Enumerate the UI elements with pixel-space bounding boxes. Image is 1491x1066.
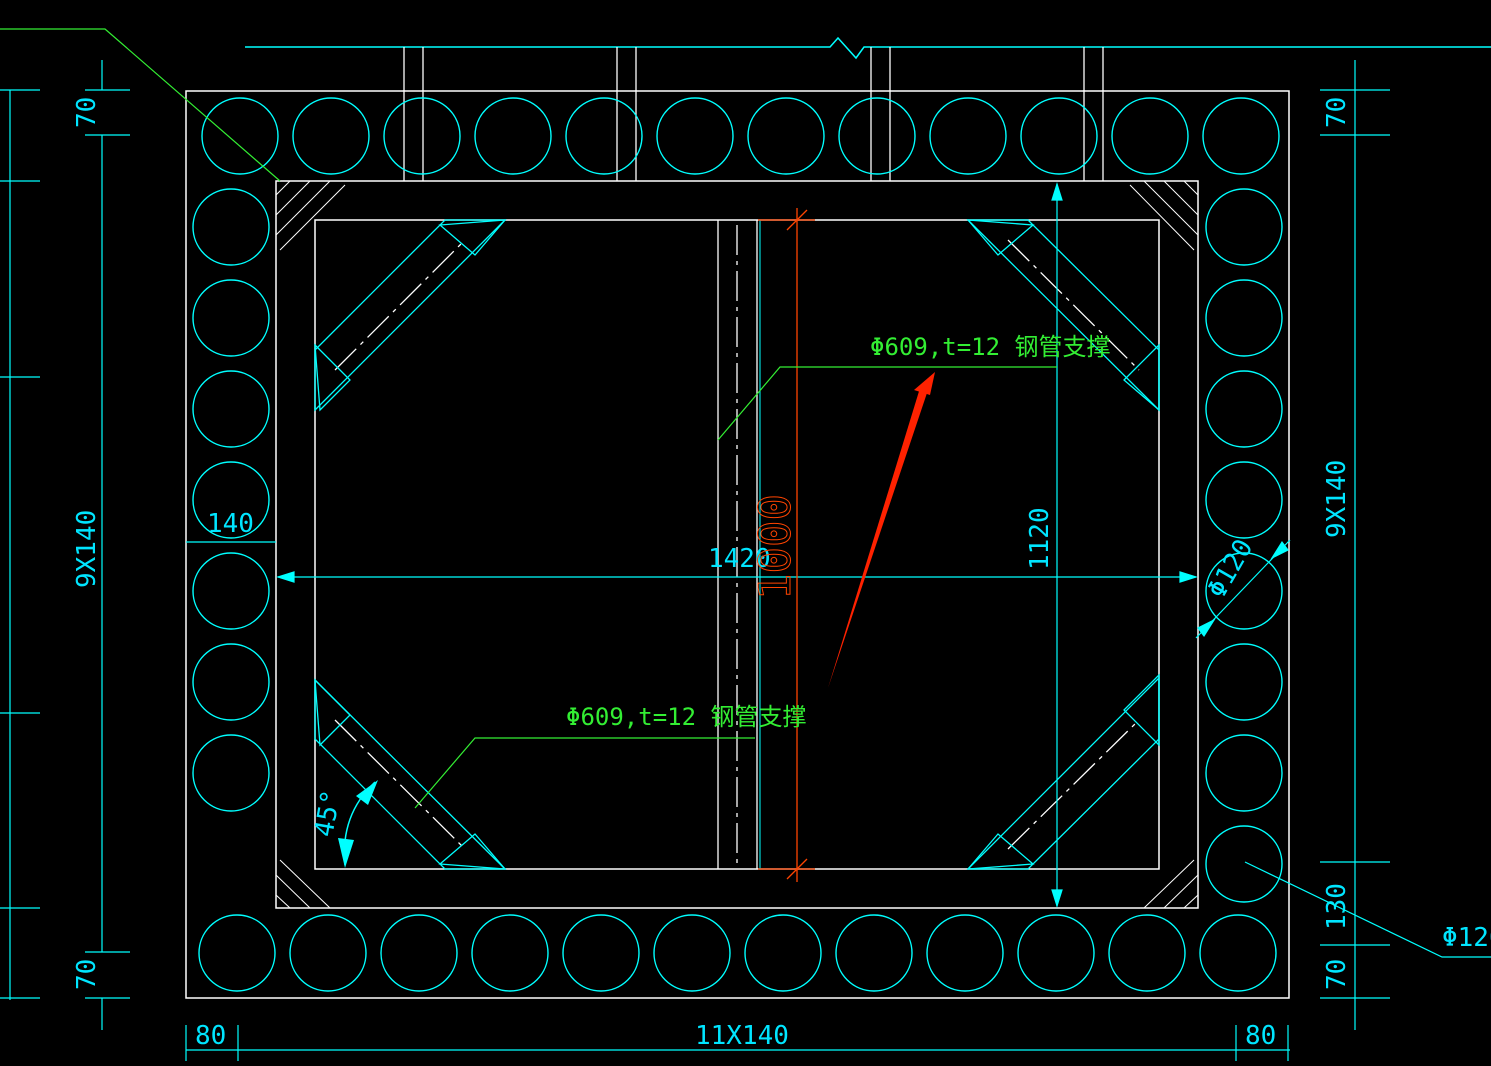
pile-bottom bbox=[198, 914, 276, 992]
dim-inner-height: 1000 bbox=[750, 494, 801, 600]
pile-top bbox=[838, 97, 916, 175]
pile-right bbox=[1205, 461, 1283, 539]
brace-bottom-label: Φ609,t=12 钢管支撑 bbox=[566, 703, 807, 731]
pile-right bbox=[1205, 643, 1283, 721]
pile-top bbox=[292, 97, 370, 175]
pile-group bbox=[192, 97, 1283, 992]
dim-pile-inner: Φ120 bbox=[1202, 534, 1259, 603]
pile-right bbox=[1205, 279, 1283, 357]
dim-left-span: 9X140 bbox=[72, 510, 102, 588]
pile-right bbox=[1205, 370, 1283, 448]
pile-bottom bbox=[653, 914, 731, 992]
dim-bottom-left-70: 70 bbox=[72, 959, 102, 990]
pile-top bbox=[1202, 97, 1280, 175]
dim-right-top-70: 70 bbox=[1322, 97, 1352, 128]
dim-inner-width: 1420 bbox=[708, 544, 771, 574]
pile-left bbox=[192, 643, 270, 721]
pile-bottom bbox=[471, 914, 549, 992]
right-dimension bbox=[1320, 60, 1390, 1030]
pile-top bbox=[474, 97, 552, 175]
dim-pile-outer: Φ120 bbox=[1442, 923, 1491, 953]
pile-top bbox=[565, 97, 643, 175]
central-strut bbox=[717, 220, 761, 869]
brace-bottom-leader bbox=[414, 737, 755, 809]
brace-top-right bbox=[966, 219, 1160, 412]
red-arrow bbox=[828, 372, 935, 688]
brace-top-leader bbox=[717, 366, 1057, 441]
top-stubs bbox=[403, 47, 1104, 181]
pile-top bbox=[1020, 97, 1098, 175]
dim-bottom-right-80: 80 bbox=[1245, 1021, 1276, 1051]
pile-leader bbox=[1244, 861, 1491, 958]
pile-top bbox=[1111, 97, 1189, 175]
pile-right bbox=[1205, 734, 1283, 812]
dim-bottom-span: 11X140 bbox=[695, 1021, 789, 1051]
inner-pit bbox=[314, 219, 1160, 870]
pile-top bbox=[201, 97, 279, 175]
pile-bottom bbox=[1017, 914, 1095, 992]
pile-right bbox=[1205, 188, 1283, 266]
dim-inner-height-right: 1120 bbox=[1025, 507, 1055, 570]
pile-bottom bbox=[289, 914, 367, 992]
top-left-leader bbox=[0, 28, 281, 182]
pile-top bbox=[383, 97, 461, 175]
angle-arrow-bottom bbox=[338, 838, 354, 868]
pile-bottom bbox=[1199, 914, 1277, 992]
pile-left bbox=[192, 552, 270, 630]
pile-left bbox=[192, 370, 270, 448]
left-dimension bbox=[0, 60, 130, 1030]
pile-left bbox=[192, 188, 270, 266]
dim-bottom-left-80: 80 bbox=[195, 1021, 226, 1051]
pile-bottom bbox=[380, 914, 458, 992]
pile-dimension-right bbox=[1195, 539, 1291, 639]
pile-right bbox=[1205, 825, 1283, 903]
inner-height-right-dimension bbox=[1051, 181, 1063, 909]
inner-width-dimension bbox=[275, 571, 1199, 583]
brace-top-label: Φ609,t=12 钢管支撑 bbox=[870, 333, 1111, 361]
bottom-dimension bbox=[185, 1025, 1290, 1061]
pile-top bbox=[656, 97, 734, 175]
dim-top-left-70: 70 bbox=[72, 97, 102, 128]
pile-left bbox=[192, 734, 270, 812]
pile-top bbox=[747, 97, 825, 175]
pile-bottom bbox=[926, 914, 1004, 992]
corner-braces bbox=[314, 219, 1160, 870]
dim-right-span: 9X140 bbox=[1322, 460, 1352, 538]
brace-bottom-left bbox=[314, 678, 507, 870]
pile-bottom bbox=[835, 914, 913, 992]
pile-left bbox=[192, 279, 270, 357]
pile-right bbox=[1205, 552, 1283, 630]
pile-left bbox=[192, 461, 270, 539]
waler-outer bbox=[275, 180, 1199, 909]
dim-right-bottom-70: 70 bbox=[1322, 959, 1352, 990]
corner-hatch bbox=[275, 180, 1199, 909]
break-line bbox=[245, 36, 1491, 60]
pile-bottom bbox=[1108, 914, 1186, 992]
brace-bottom-right bbox=[966, 673, 1160, 870]
pile-bottom bbox=[562, 914, 640, 992]
dim-wall-140: 140 bbox=[207, 509, 254, 539]
angle-arrow-top bbox=[356, 780, 378, 805]
pile-top bbox=[929, 97, 1007, 175]
pile-bottom bbox=[744, 914, 822, 992]
outer-boundary bbox=[185, 90, 1290, 999]
brace-top-left bbox=[314, 219, 507, 412]
section-mark bbox=[758, 208, 815, 882]
